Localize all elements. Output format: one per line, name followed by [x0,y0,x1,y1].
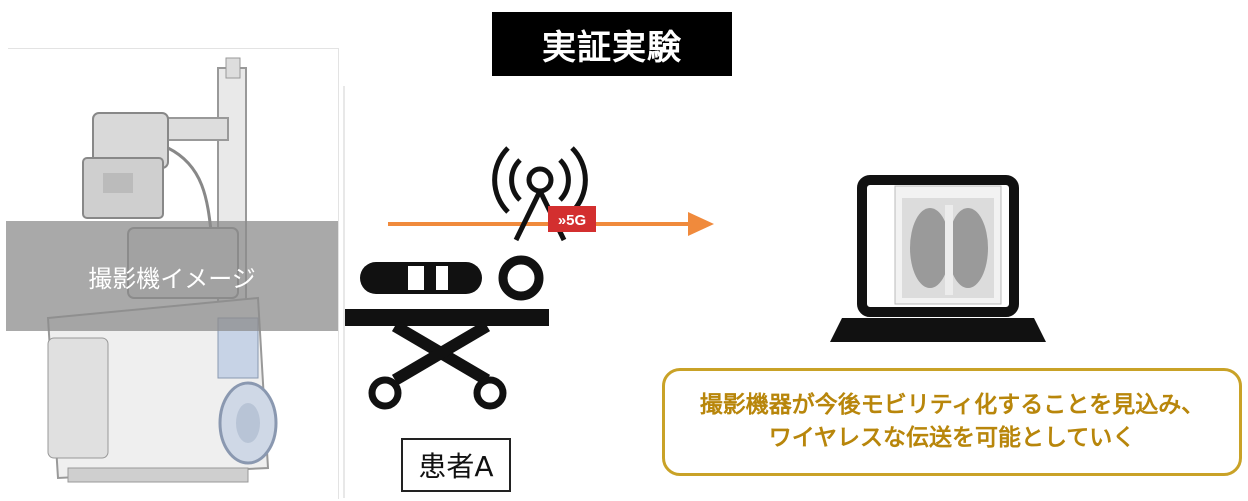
callout-line-2: ワイヤレスな伝送を可能としていく [768,425,1136,451]
machine-image-panel [8,48,339,499]
callout-box: 撮影機器が今後モビリティ化することを見込み、 ワイヤレスな伝送を可能としていく [662,368,1242,476]
stretcher-icon [345,255,549,410]
panel-divider [343,86,345,498]
patient-label: 患者A [401,438,511,492]
5g-badge-label: »5G [558,212,586,229]
transmission-arrow [388,212,714,236]
callout-line-1: 撮影機器が今後モビリティ化することを見込み、 [699,391,1205,418]
machine-image-label: 撮影機イメージ [6,221,338,331]
chest-xray-image [894,185,1002,305]
page-title: 実証実験 [492,12,732,76]
5g-badge [548,206,596,232]
